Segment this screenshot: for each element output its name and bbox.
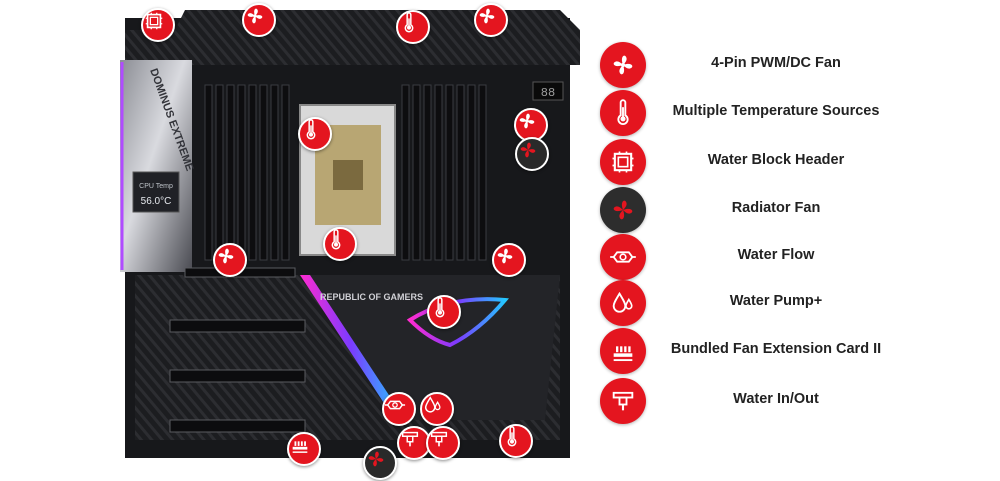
vrm-heatsink — [125, 10, 580, 65]
marker-15 — [426, 426, 460, 460]
thermometer-icon — [600, 90, 646, 136]
io-shroud — [120, 60, 192, 272]
dimm-slots-right — [401, 84, 487, 261]
water-block-icon — [600, 139, 646, 185]
marker-2 — [242, 3, 276, 37]
oled-display — [132, 171, 180, 213]
legend-label: 4-Pin PWM/DC Fan — [711, 55, 841, 71]
water-in-out-icon — [600, 378, 646, 424]
legend-label: Water Flow — [737, 247, 815, 263]
legend-label: Bundled Fan Extension Card II — [670, 341, 882, 357]
marker-6 — [514, 108, 548, 142]
marker-17 — [287, 432, 321, 466]
fan-icon — [600, 42, 646, 88]
water-flow-icon — [600, 234, 646, 280]
debug-code: 88 — [541, 86, 555, 100]
fan-extension-card-icon — [600, 328, 646, 374]
rog-lid-text: REPUBLIC OF GAMERS — [320, 292, 423, 302]
legend-item-water-in-out: Water In/Out — [596, 378, 996, 426]
legend-label: Water Block Header — [707, 152, 845, 168]
legend-item-water-block: Water Block Header — [596, 139, 996, 187]
legend-item-radiator-fan: Radiator Fan — [596, 187, 996, 235]
marker-1 — [141, 8, 175, 42]
motherboard-image: DOMINUS EXTREME CPU Temp 56.0°C REPUBLIC… — [120, 3, 580, 480]
marker-3 — [396, 10, 430, 44]
marker-18 — [363, 446, 397, 480]
marker-12 — [382, 392, 416, 426]
legend-label: Water Pump+ — [729, 293, 823, 309]
marker-8 — [213, 243, 247, 277]
marker-9 — [323, 227, 357, 261]
legend-item-fan-extension-card: Bundled Fan Extension Card II — [596, 328, 996, 376]
motherboard-graphic: DOMINUS EXTREME CPU Temp 56.0°C REPUBLIC… — [120, 10, 580, 458]
radiator-fan-icon — [600, 187, 646, 233]
marker-7 — [515, 137, 549, 171]
marker-4 — [474, 3, 508, 37]
oled-line2: 56.0°C — [141, 196, 172, 207]
marker-11 — [427, 295, 461, 329]
water-pump-icon — [600, 280, 646, 326]
legend-label: Multiple Temperature Sources — [672, 103, 880, 119]
legend-label: Water In/Out — [733, 391, 819, 407]
marker-13 — [420, 392, 454, 426]
legend-item-fan: 4-Pin PWM/DC Fan — [596, 42, 996, 90]
oled-line1: CPU Temp — [139, 183, 173, 190]
marker-14 — [397, 426, 431, 460]
marker-10 — [492, 243, 526, 277]
legend-item-water-pump: Water Pump+ — [596, 280, 996, 328]
marker-5 — [298, 117, 332, 151]
legend-item-water-flow: Water Flow — [596, 234, 996, 282]
marker-16 — [499, 424, 533, 458]
debug-led — [532, 81, 564, 101]
legend-label: Radiator Fan — [731, 200, 821, 216]
legend-item-temperature: Multiple Temperature Sources — [596, 90, 996, 138]
